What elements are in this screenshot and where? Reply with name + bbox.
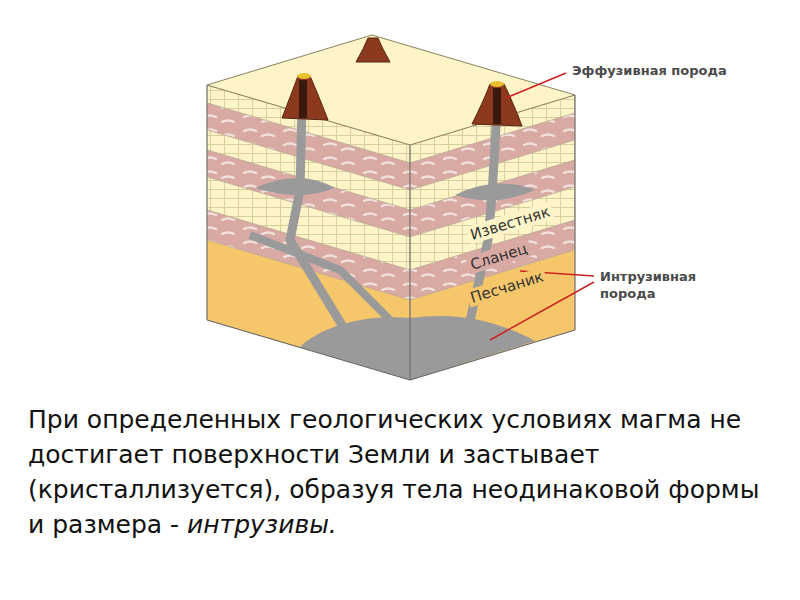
sill [455, 184, 535, 201]
volcano [472, 84, 522, 126]
caption-block: При определенных геологических условиях … [28, 402, 778, 542]
dyke [250, 235, 400, 330]
volcano [356, 38, 390, 62]
dyke [290, 105, 345, 330]
leader-line [506, 73, 566, 98]
batholith [300, 316, 535, 380]
conduit [493, 88, 501, 124]
volcano [282, 76, 328, 120]
callout-label: Интрузивная порода [600, 268, 730, 302]
conduit [299, 80, 307, 118]
term-label: интрузивы. [187, 510, 337, 539]
sill [255, 178, 335, 195]
block-outline [207, 85, 575, 380]
lava [490, 81, 504, 87]
caption: При определенных геологических условиях … [28, 405, 759, 539]
lava [297, 73, 311, 79]
callout-label: Эффузивная порода [572, 63, 727, 78]
surface [207, 35, 575, 145]
